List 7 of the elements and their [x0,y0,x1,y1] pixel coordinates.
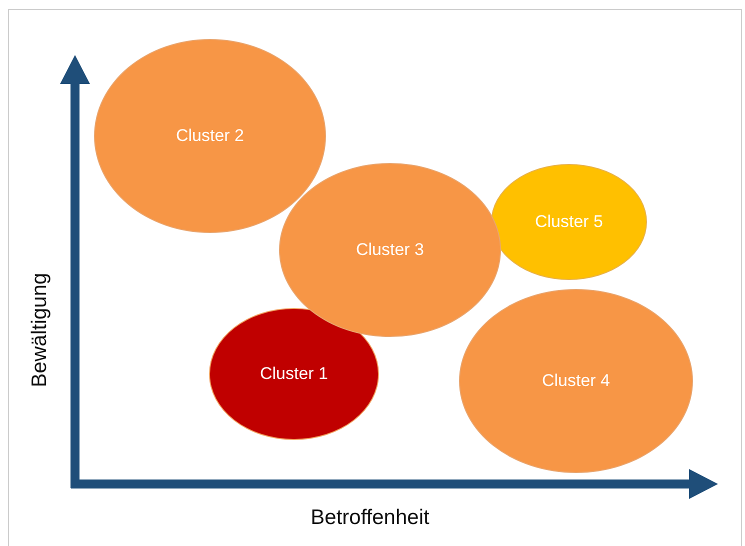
cluster-label: Cluster 4 [542,371,610,391]
x-axis-label: Betroffenheit [310,506,430,530]
cluster-label: Cluster 2 [176,126,244,146]
cluster-label: Cluster 3 [356,240,424,260]
cluster-label: Cluster 1 [260,364,328,384]
y-axis-label: Bewältigung [28,272,52,388]
cluster-label: Cluster 5 [534,212,604,232]
